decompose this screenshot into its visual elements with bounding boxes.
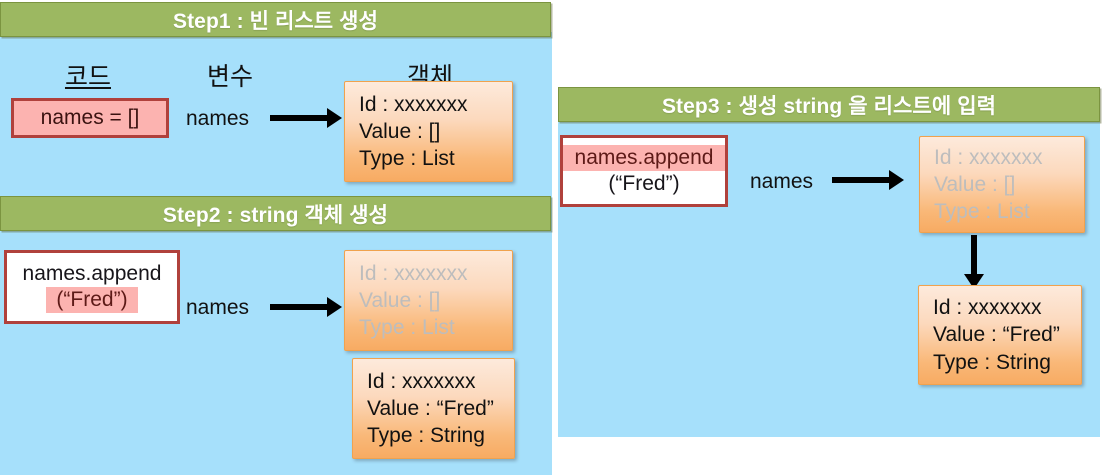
- step2-object-list-value: Value : []: [359, 288, 441, 312]
- step3-arrow-down-icon: [964, 235, 984, 289]
- step2-object-list-type: Type : List: [359, 316, 455, 340]
- column-heading-code: 코드: [64, 63, 111, 91]
- step2-object-box-list: Id : xxxxxxx Value : [] Type : List: [344, 250, 513, 351]
- step3-object-box-list: Id : xxxxxxx Value : [] Type : List: [919, 136, 1085, 233]
- step3-object-list-id: Id : xxxxxxx: [934, 145, 1043, 169]
- step3-variable-label: names: [750, 170, 814, 193]
- step2-header: Step2 : string 객체 생성: [0, 196, 551, 231]
- step1-object-value: Value : []: [359, 119, 441, 143]
- step2-object-list-id: Id : xxxxxxx: [359, 261, 468, 285]
- step3-object-list-type: Type : List: [934, 200, 1030, 224]
- step1-header: Step1 : 빈 리스트 생성: [0, 2, 551, 37]
- step3-header: Step3 : 생성 string 을 리스트에 입력: [558, 87, 1100, 122]
- step3-code-line-0: names.append: [563, 145, 725, 171]
- step1-object-id: Id : xxxxxxx: [359, 92, 468, 116]
- step2-object-string-value: Value : “Fred”: [367, 396, 494, 420]
- step2-object-box-string: Id : xxxxxxx Value : “Fred” Type : Strin…: [352, 358, 515, 459]
- step3-code-line-1: (“Fred”): [608, 172, 680, 195]
- step1-code-line-0: names = []: [40, 106, 140, 130]
- step1-object-box-list: Id : xxxxxxx Value : [] Type : List: [344, 81, 513, 182]
- step1-arrow-right-icon: [270, 108, 342, 128]
- step2-code-box[interactable]: names.append (“Fred”): [4, 250, 180, 324]
- step2-code-line-1: (“Fred”): [46, 287, 138, 313]
- step3-arrow-right-icon: [832, 170, 904, 190]
- step1-code-box[interactable]: names = []: [11, 98, 169, 138]
- step1-object-type: Type : List: [359, 147, 455, 171]
- step3-code-box[interactable]: names.append (“Fred”): [560, 135, 728, 207]
- step2-object-string-type: Type : String: [367, 424, 485, 448]
- step3-object-string-id: Id : xxxxxxx: [933, 296, 1042, 320]
- step3-object-list-value: Value : []: [934, 172, 1016, 196]
- column-heading-variable: 변수: [206, 63, 253, 91]
- step2-object-string-id: Id : xxxxxxx: [367, 369, 476, 393]
- step1-variable-label: names: [186, 107, 250, 130]
- step2-variable-label: names: [186, 296, 250, 319]
- step3-object-string-type: Type : String: [933, 350, 1051, 374]
- step3-object-box-string: Id : xxxxxxx Value : “Fred” Type : Strin…: [918, 285, 1082, 385]
- step2-code-line-0: names.append: [22, 262, 162, 286]
- step3-object-string-value: Value : “Fred”: [933, 323, 1060, 347]
- step2-arrow-right-icon: [270, 297, 342, 317]
